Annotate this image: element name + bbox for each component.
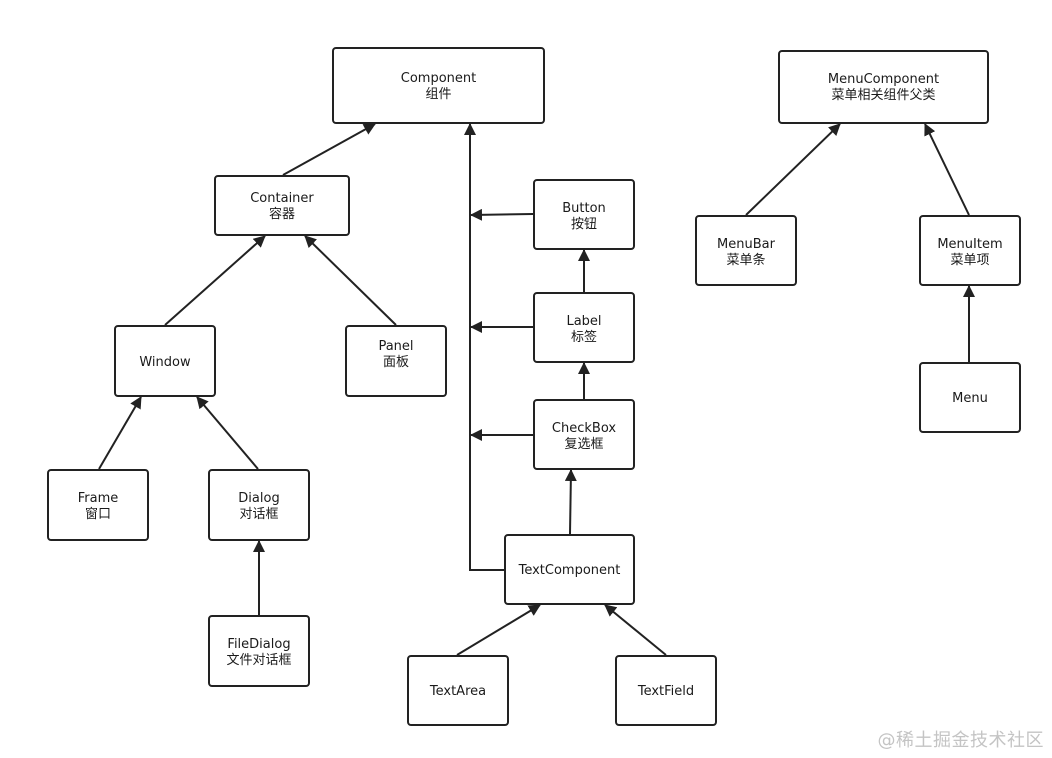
container-box bbox=[214, 175, 350, 236]
edge-textcomponent-to-checkbox bbox=[564, 469, 577, 535]
node-textarea: TextArea bbox=[407, 655, 509, 726]
node-textfield: TextField bbox=[615, 655, 717, 726]
edge-frame-to-window bbox=[98, 396, 142, 470]
textfield-box bbox=[615, 655, 717, 726]
menucomponent-sublabel: 菜单相关组件父类 bbox=[831, 88, 935, 103]
edge-window-to-container bbox=[164, 235, 266, 326]
node-container: Container 容器 bbox=[214, 175, 350, 236]
menu-label: Menu bbox=[952, 391, 988, 406]
node-checkbox: CheckBox 复选框 bbox=[533, 399, 635, 470]
filedialog-box bbox=[208, 615, 310, 687]
edge-textfield-to-textcomponent bbox=[604, 604, 667, 656]
container-label: Container bbox=[250, 191, 314, 206]
dialog-box bbox=[208, 469, 310, 541]
container-sublabel: 容器 bbox=[269, 206, 295, 222]
watermark-text: @稀土掘金技术社区 bbox=[877, 730, 1044, 751]
window-label: Window bbox=[139, 355, 191, 370]
dialog-label: Dialog bbox=[238, 491, 279, 506]
textarea-box bbox=[407, 655, 509, 726]
node-label: Label 标签 bbox=[533, 292, 635, 363]
frame-sublabel: 窗口 bbox=[85, 506, 111, 522]
node-menubar: MenuBar 菜单条 bbox=[695, 215, 797, 286]
node-menuitem: MenuItem 菜单项 bbox=[919, 215, 1021, 286]
node-textcomponent: TextComponent bbox=[504, 534, 635, 605]
node-filedialog: FileDialog 文件对话框 bbox=[208, 615, 310, 687]
node-menu: Menu bbox=[919, 362, 1021, 433]
button-label: Button bbox=[562, 201, 606, 216]
checkbox-sublabel: 复选框 bbox=[564, 437, 603, 452]
label-box bbox=[533, 292, 635, 363]
button-sublabel: 按钮 bbox=[571, 217, 597, 232]
button-box bbox=[533, 179, 635, 250]
edge-menubar-to-menucomponent bbox=[745, 123, 841, 216]
menucomponent-label: MenuComponent bbox=[828, 72, 939, 87]
panel-sublabel: 面板 bbox=[383, 355, 409, 370]
menucomponent-box bbox=[778, 50, 989, 124]
textcomponent-box bbox=[504, 534, 635, 605]
window-box bbox=[114, 325, 216, 397]
component-label: Component bbox=[401, 71, 476, 86]
edge-button-to-component bbox=[470, 208, 534, 221]
menu-box bbox=[919, 362, 1021, 433]
component-sublabel: 组件 bbox=[425, 87, 451, 102]
node-component: Component 组件 bbox=[332, 47, 545, 124]
frame-label: Frame bbox=[78, 491, 119, 506]
menuitem-label: MenuItem bbox=[937, 237, 1002, 252]
menubar-box bbox=[695, 215, 797, 286]
filedialog-label: FileDialog bbox=[227, 637, 290, 652]
edge-panel-to-container bbox=[304, 235, 397, 326]
node-button: Button 按钮 bbox=[533, 179, 635, 250]
node-window: Window bbox=[114, 325, 216, 397]
node-frame: Frame 窗口 bbox=[47, 469, 149, 541]
textarea-label: TextArea bbox=[429, 684, 486, 699]
component-box bbox=[332, 47, 545, 124]
label-sublabel: 标签 bbox=[571, 329, 597, 345]
edge-textarea-to-textcomponent bbox=[456, 604, 541, 656]
menubar-sublabel: 菜单条 bbox=[726, 252, 765, 268]
menuitem-sublabel: 菜单项 bbox=[950, 253, 989, 268]
dialog-sublabel: 对话框 bbox=[239, 507, 278, 522]
edge-menuitem-to-menucomponent bbox=[924, 123, 970, 216]
label-label: Label bbox=[566, 314, 601, 329]
edge-dialog-to-window bbox=[196, 396, 259, 470]
menuitem-box bbox=[919, 215, 1021, 286]
node-dialog: Dialog 对话框 bbox=[208, 469, 310, 541]
panel-box bbox=[345, 325, 447, 397]
panel-label: Panel bbox=[378, 339, 413, 354]
textcomponent-label: TextComponent bbox=[518, 563, 621, 578]
node-menucomponent: MenuComponent 菜单相关组件父类 bbox=[778, 50, 989, 124]
checkbox-box bbox=[533, 399, 635, 470]
edge-textcomponent-to-component bbox=[464, 123, 504, 571]
checkbox-label: CheckBox bbox=[552, 421, 616, 436]
edge-container-to-component bbox=[282, 123, 376, 176]
menubar-label: MenuBar bbox=[717, 237, 776, 252]
textfield-label: TextField bbox=[637, 684, 694, 699]
node-panel: Panel 面板 bbox=[345, 325, 447, 397]
filedialog-sublabel: 文件对话框 bbox=[226, 653, 291, 668]
frame-box bbox=[47, 469, 149, 541]
edges bbox=[98, 123, 975, 656]
